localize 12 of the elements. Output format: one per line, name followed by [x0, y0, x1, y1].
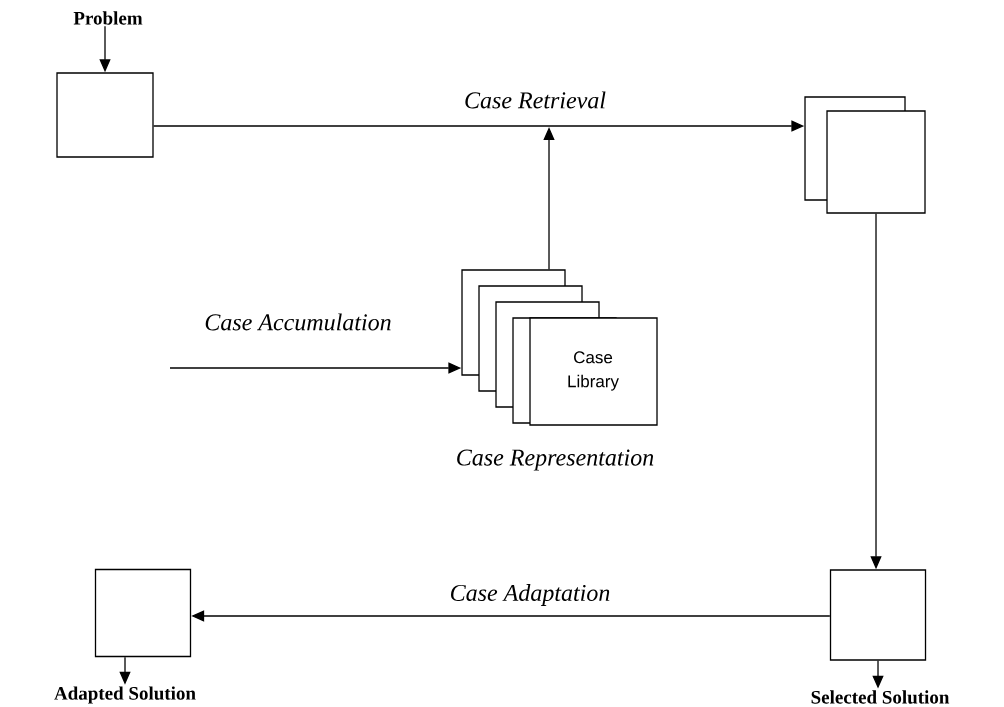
edge-label: Case Retrieval: [463, 90, 607, 110]
edge-label: Case Accumulation: [203, 312, 393, 332]
stacked-boxes: Case Library: [461, 269, 658, 426]
stacked-boxes: [804, 96, 926, 214]
process-box: [829, 569, 927, 661]
edge-label: Case Adaptation: [448, 583, 612, 607]
process-box: [94, 568, 192, 658]
label-text: Adapted Solution: [54, 686, 196, 704]
process-box: [56, 72, 154, 158]
label-text: Problem: [73, 11, 143, 25]
caption-text: Case Representation: [457, 449, 654, 471]
label-text: Selected Solution: [811, 690, 950, 704]
